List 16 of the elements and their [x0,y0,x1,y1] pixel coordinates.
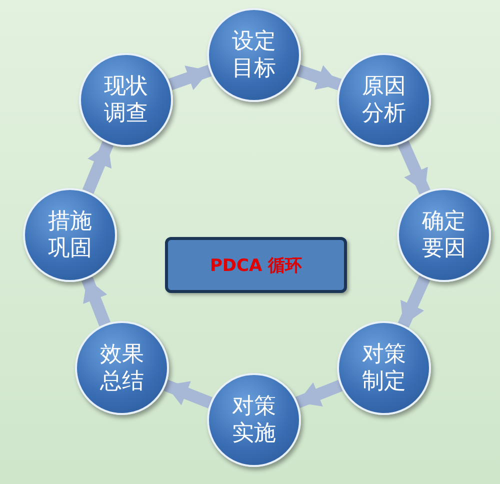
block-arrow [295,380,343,408]
block-arrow [168,64,212,90]
step-label: PDCA 循环 [210,254,302,276]
step-label: 现状调查 [104,72,148,128]
step-label: 原因分析 [362,72,406,128]
step-label: 效果总结 [100,340,144,396]
block-arrow [296,64,342,90]
title-box [165,237,347,293]
step-label: 确定要因 [422,208,466,262]
step-label: 对策制定 [362,340,406,396]
step-label: 设定目标 [232,28,276,82]
step-label: 措施巩固 [48,208,92,262]
block-arrow [82,141,114,194]
block-arrow [398,140,430,195]
step-label: 对策实施 [232,392,276,448]
block-arrow [398,275,430,328]
